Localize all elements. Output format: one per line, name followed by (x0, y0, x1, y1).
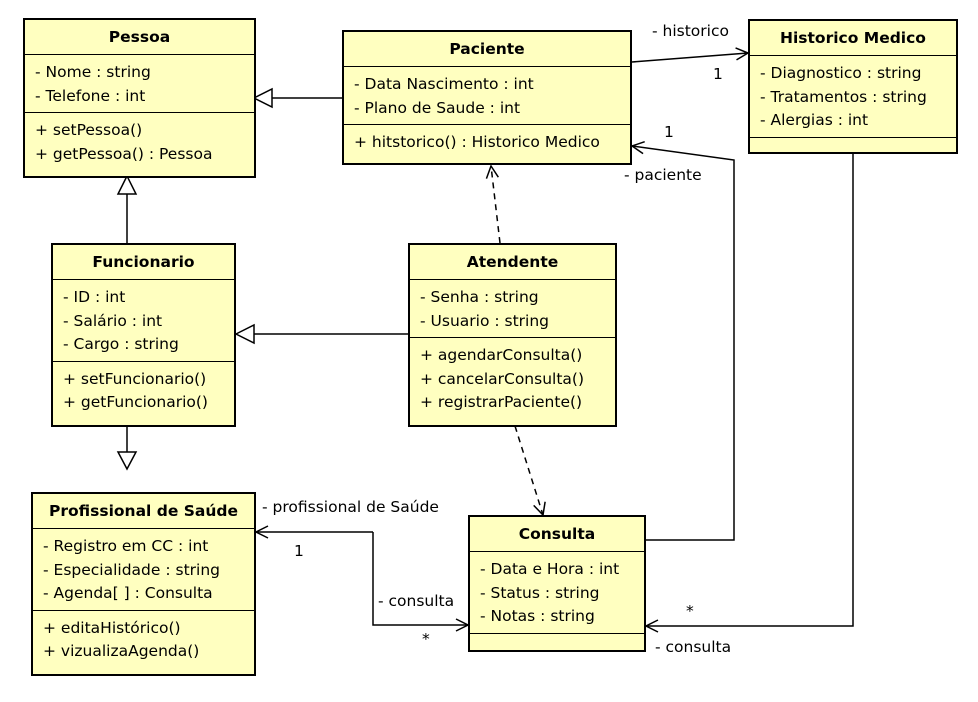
attribute: - Agenda[ ] : Consulta (43, 584, 213, 602)
method: + setPessoa() (35, 121, 143, 139)
class-consulta[interactable]: Consulta - Data e Hora : int - Status : … (468, 515, 646, 652)
class-name: Funcionario (53, 245, 234, 280)
attribute: - Telefone : int (35, 86, 146, 105)
generalization-triangle-pessoa-bottom (116, 174, 138, 195)
method: + hitstorico() : Historico Medico (354, 133, 600, 151)
attribute: - Especialidade : string (43, 560, 220, 579)
consulta-paciente-association (632, 146, 735, 541)
methods-section: + agendarConsulta() + cancelarConsulta()… (410, 338, 615, 419)
method: + vizualizaAgenda() (43, 642, 200, 660)
methods-section: + setPessoa() + getPessoa() : Pessoa (25, 113, 254, 170)
class-pessoa[interactable]: Pessoa - Nome : string - Telefone : int … (23, 18, 256, 178)
class-name: Consulta (470, 517, 644, 552)
class-profissional-de-saude[interactable]: Profissional de Saúde - Registro em CC :… (31, 492, 256, 676)
consulta-multiplicity-left-label: * (422, 630, 430, 648)
method: + cancelarConsulta() (420, 369, 584, 388)
attributes-section: - Nome : string - Telefone : int (25, 55, 254, 113)
atendente-paciente-dependency (491, 166, 501, 244)
attribute: - Diagnostico : string (760, 64, 922, 82)
attribute: - Nome : string (35, 63, 151, 81)
methods-section (470, 634, 644, 644)
class-atendente[interactable]: Atendente - Senha : string - Usuario : s… (408, 243, 617, 427)
class-name: Historico Medico (750, 21, 956, 56)
profissional-role-label: - profissional de Saúde (262, 498, 439, 516)
method: + getFuncionario() (63, 393, 208, 411)
methods-section: + hitstorico() : Historico Medico (344, 125, 630, 159)
attribute: - Notas : string (480, 607, 595, 625)
class-funcionario[interactable]: Funcionario - ID : int - Salário : int -… (51, 243, 236, 427)
attribute: - Salário : int (63, 311, 163, 330)
generalization-triangle-pessoa-right (252, 87, 273, 109)
methods-section (750, 138, 956, 144)
attribute: - Cargo : string (63, 335, 179, 353)
method: + getPessoa() : Pessoa (35, 144, 213, 163)
attribute: - Alergias : int (760, 111, 869, 129)
method: + setFuncionario() (63, 369, 207, 388)
attribute: - ID : int (63, 288, 126, 306)
historico-consulta-association (646, 153, 854, 626)
class-name: Paciente (344, 32, 630, 67)
atendente-consulta-dependency (514, 425, 543, 515)
attributes-section: - Data e Hora : int - Status : string - … (470, 552, 644, 634)
method: + agendarConsulta() (420, 346, 583, 364)
class-paciente[interactable]: Paciente - Data Nascimento : int - Plano… (342, 30, 632, 165)
class-name: Pessoa (25, 20, 254, 55)
attributes-section: - Diagnostico : string - Tratamentos : s… (750, 56, 956, 138)
attribute: - Senha : string (420, 288, 539, 306)
attributes-section: - Senha : string - Usuario : string (410, 280, 615, 338)
paciente-multiplicity-label: 1 (664, 123, 674, 141)
method: + registrarPaciente() (420, 393, 583, 411)
consulta-multiplicity-right-label: * (686, 602, 694, 620)
attribute: - Data Nascimento : int (354, 75, 534, 93)
attribute: - Data e Hora : int (480, 560, 620, 578)
attribute: - Usuario : string (420, 311, 549, 330)
paciente-historico-association (631, 53, 748, 63)
paciente-role-label: - paciente (624, 166, 702, 184)
class-name: Profissional de Saúde (33, 494, 254, 529)
consulta-role-left-label: - consulta (378, 592, 455, 610)
attribute: - Status : string (480, 583, 600, 602)
attribute: - Tratamentos : string (760, 87, 927, 106)
historico-role-label: - historico (652, 22, 729, 40)
profissional-multiplicity-label: 1 (294, 542, 304, 560)
methods-section: + setFuncionario() + getFuncionario() (53, 362, 234, 419)
attributes-section: - Registro em CC : int - Especialidade :… (33, 529, 254, 611)
generalization-triangle-funcionario (234, 323, 255, 345)
methods-section: + editaHistórico() + vizualizaAgenda() (33, 611, 254, 668)
attributes-section: - Data Nascimento : int - Plano de Saude… (344, 67, 630, 125)
attribute: - Plano de Saude : int (354, 98, 521, 117)
class-historico-medico[interactable]: Historico Medico - Diagnostico : string … (748, 19, 958, 154)
generalization-triangle-profissional (116, 451, 138, 471)
class-name: Atendente (410, 245, 615, 280)
method: + editaHistórico() (43, 618, 181, 637)
attribute: - Registro em CC : int (43, 537, 209, 555)
consulta-role-right-label: - consulta (655, 638, 732, 656)
consulta-profissional-association (372, 532, 468, 625)
historico-multiplicity-label: 1 (713, 65, 723, 83)
attributes-section: - ID : int - Salário : int - Cargo : str… (53, 280, 234, 362)
